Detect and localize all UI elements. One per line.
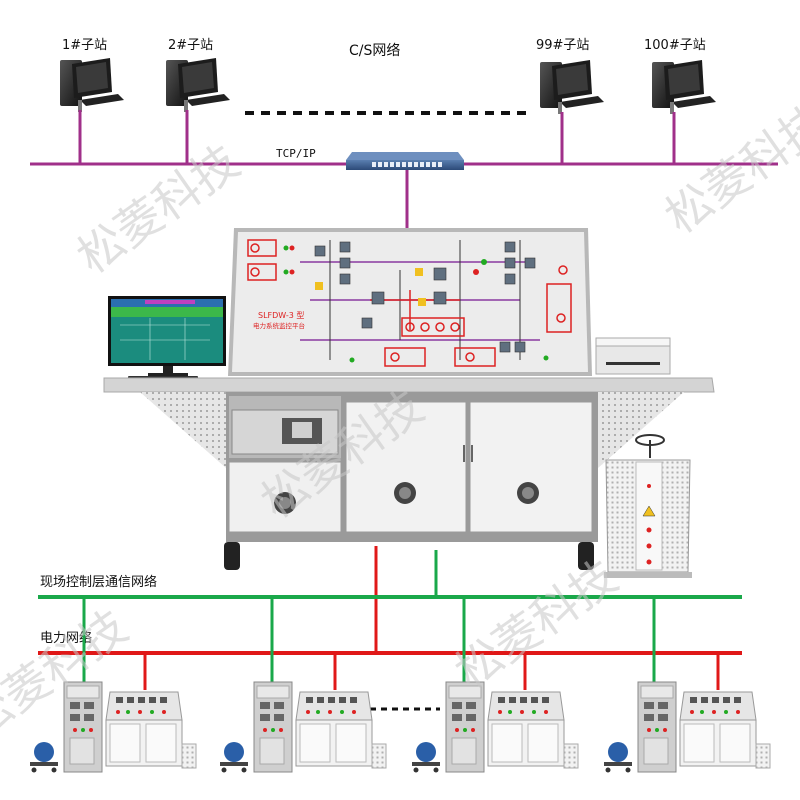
station-label-2: 2#子站: [168, 38, 213, 53]
watermark-4: 松菱科技: [445, 549, 627, 699]
field-network-label: 现场控制层通信网络: [40, 574, 157, 590]
mimic-panel: SLFDW-3 型 电力系统监控平台: [228, 228, 592, 376]
workstation-1: [60, 58, 124, 112]
generator-unit-4: [603, 681, 771, 773]
power-network-label: 电力网络: [40, 630, 92, 646]
generator-unit-1: [30, 681, 197, 773]
platform-model-label: SLFDW-3 型: [258, 311, 304, 320]
watermark-2: 松菱科技: [655, 94, 800, 244]
network-switch: [346, 152, 464, 170]
voltage-regulator: [604, 434, 692, 578]
tcpip-label: TCP/IP: [276, 147, 316, 160]
generator-unit-2: [219, 681, 387, 773]
platform-name-label: 电力系统监控平台: [253, 321, 305, 330]
station-label-99: 99#子站: [536, 38, 589, 53]
cs-network-label: C/S网络: [349, 43, 400, 59]
printer: [595, 337, 671, 375]
station-label-1: 1#子站: [62, 38, 107, 53]
console-bench: [103, 377, 715, 570]
monitor: [108, 296, 226, 380]
workstation-99: [540, 60, 604, 114]
workstation-100: [652, 60, 716, 114]
generator-unit-3: [411, 681, 579, 773]
watermark-1: 松菱科技: [67, 134, 249, 284]
station-label-100: 100#子站: [644, 38, 706, 53]
workstation-2: [166, 58, 230, 112]
